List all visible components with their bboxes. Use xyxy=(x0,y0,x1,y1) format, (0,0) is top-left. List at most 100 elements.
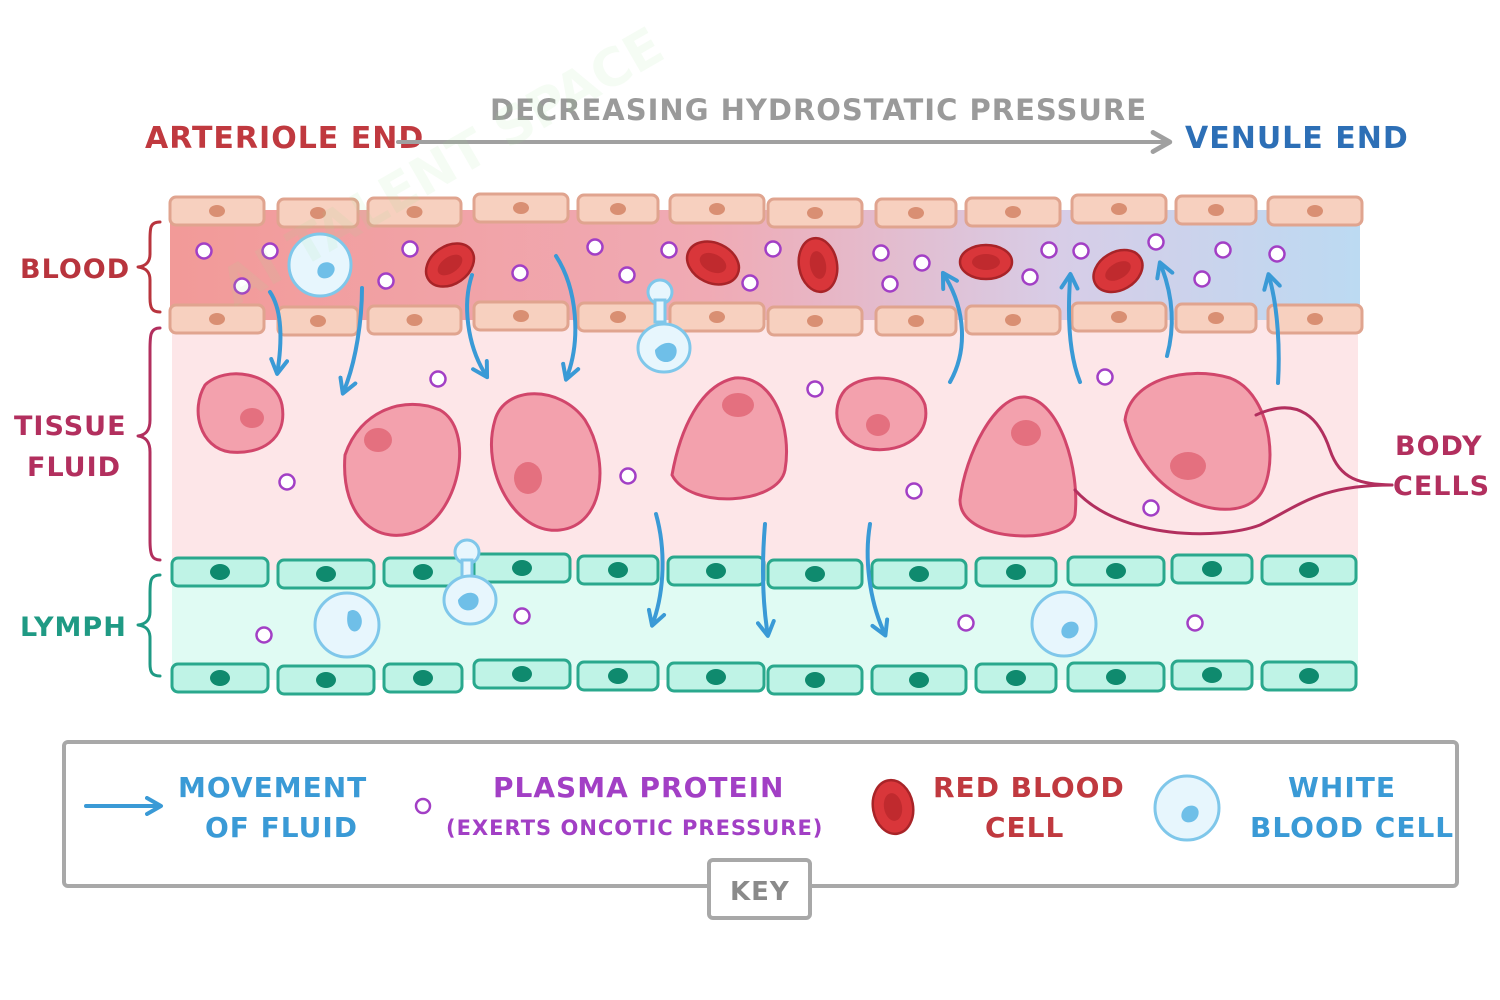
capillary-wall-cell-nucleus xyxy=(513,202,529,214)
capillary-wall-cell xyxy=(766,305,864,337)
lymph-wall-cell xyxy=(1066,661,1166,693)
fluid-arrow-in xyxy=(940,270,964,384)
lymph-wall-cell-nucleus xyxy=(805,566,825,582)
capillary-wall-cell xyxy=(366,304,463,336)
lymph-wall-cell-nucleus xyxy=(805,672,825,688)
capillary-wall-cell-nucleus xyxy=(709,311,725,323)
capillary-wall-cell xyxy=(874,305,958,337)
capillary-wall-cell-nucleus xyxy=(513,310,529,322)
white-blood-cell xyxy=(313,591,381,659)
plasma-protein xyxy=(195,242,213,260)
capillary-wall-cell-nucleus xyxy=(610,311,626,323)
plasma-protein xyxy=(513,607,531,625)
lymph-wall-cell xyxy=(472,552,572,584)
key-box: KEY MOVEMENT OF FLUID PLASMA PROTEIN (EX… xyxy=(62,740,1459,920)
capillary-wall-cell xyxy=(276,305,360,337)
fluid-arrow-out xyxy=(338,286,364,396)
lymph-wall-cell-nucleus xyxy=(1299,562,1319,578)
lymph-wall-bottom xyxy=(170,658,1358,696)
capillary-wall-top xyxy=(168,192,1364,229)
key-plasma-protein-icon xyxy=(414,797,432,815)
fluid-arrow-in xyxy=(1155,260,1175,358)
plasma-protein xyxy=(764,240,782,258)
white-blood-cells xyxy=(287,232,1098,659)
capillary-wall-cell xyxy=(472,300,570,332)
capillary-wall-cell xyxy=(668,301,766,333)
white-blood-cell xyxy=(287,232,353,298)
capillary-wall-cell xyxy=(472,192,570,224)
capillary-wall-cell-nucleus xyxy=(1111,311,1127,323)
body-cell-nucleus xyxy=(722,393,754,417)
capillary-wall-cell-nucleus xyxy=(310,315,326,327)
capillary-wall-cell-nucleus xyxy=(807,207,823,219)
lymph-wall-cell-nucleus xyxy=(1006,564,1026,580)
capillary-wall-cell-nucleus xyxy=(1208,312,1224,324)
red-blood-cells xyxy=(424,236,1144,294)
lymph-label: LYMPH xyxy=(20,612,127,643)
capillary-wall-cell xyxy=(1266,303,1364,335)
plasma-protein xyxy=(377,272,395,290)
lymph-wall-cell xyxy=(576,660,660,692)
lymph-wall-cell xyxy=(666,661,766,693)
capillary-wall-cell-nucleus xyxy=(1005,314,1021,326)
capillary-wall-cell-nucleus xyxy=(310,207,326,219)
plasma-protein xyxy=(1021,268,1039,286)
plasma-protein xyxy=(1096,368,1114,386)
body-cell xyxy=(1123,371,1272,511)
body-cells-label: CELLS xyxy=(1393,471,1490,502)
lymph-wall-cell-nucleus xyxy=(512,666,532,682)
lymph-wall-cell xyxy=(666,555,766,587)
fluid-arrow-out xyxy=(268,290,290,376)
body-cell xyxy=(670,376,789,501)
lymph-wall-cell xyxy=(382,662,464,694)
lymph-wall-cell-nucleus xyxy=(1006,670,1026,686)
lymph-wall-cell-nucleus xyxy=(210,564,230,580)
tissue-fluid-label: TISSUE xyxy=(14,411,127,442)
capillary-wall-cell xyxy=(1266,195,1364,227)
key-rbc-label: CELL xyxy=(985,811,1064,844)
lymph-wall-cell-nucleus xyxy=(608,562,628,578)
body-cell xyxy=(958,395,1078,538)
capillary-wall-cell-nucleus xyxy=(908,315,924,327)
plasma-protein xyxy=(1147,233,1165,251)
lymph-wall-cell xyxy=(472,658,572,690)
lymph-wall-cell-nucleus xyxy=(909,672,929,688)
capillary-wall-cell xyxy=(1070,193,1168,225)
body-cells-callout-line xyxy=(1073,483,1394,536)
lymph-wall-cell xyxy=(1260,554,1358,586)
red-blood-cell xyxy=(1092,248,1144,294)
capillary-wall-cell xyxy=(1174,194,1258,226)
body-cells xyxy=(196,371,1272,538)
capillary-wall-cell-nucleus xyxy=(1005,206,1021,218)
body-cell xyxy=(835,376,928,452)
plasma-protein xyxy=(429,370,447,388)
key-wbc-label: BLOOD CELL xyxy=(1250,811,1454,844)
lymph-wall-cell-nucleus xyxy=(1106,669,1126,685)
capillary-wall-cell xyxy=(668,193,766,225)
plasma-protein xyxy=(1214,241,1232,259)
lymph-wall-cell-nucleus xyxy=(210,670,230,686)
capillary-wall-cell-nucleus xyxy=(209,205,225,217)
lymph-wall-cell xyxy=(382,556,464,588)
capillary-wall-cell xyxy=(964,304,1062,336)
capillary-wall-cell xyxy=(168,303,266,335)
key-red-blood-cell-icon xyxy=(871,778,915,836)
lymph-wall-cell xyxy=(1260,660,1358,692)
key-protein-label: (EXERTS ONCOTIC PRESSURE) xyxy=(446,816,823,840)
capillary-wall-cell-nucleus xyxy=(1111,203,1127,215)
plasma-protein xyxy=(401,240,419,258)
lymph-wall-cell-nucleus xyxy=(1299,668,1319,684)
key-movement-label: OF FLUID xyxy=(205,811,358,844)
capillary-wall-cell xyxy=(964,196,1062,228)
capillary-wall-cell-nucleus xyxy=(1307,205,1323,217)
plasma-protein xyxy=(806,380,824,398)
body-cell-nucleus xyxy=(1011,420,1041,446)
plasma-protein xyxy=(586,238,604,256)
lymph-wall-cell xyxy=(170,556,270,588)
tissue-fluid-label: FLUID xyxy=(27,452,121,483)
white-blood-cell-squeezing xyxy=(442,538,498,626)
lymph-wall-cell-nucleus xyxy=(706,563,726,579)
body-cells-label: BODY xyxy=(1395,431,1483,462)
